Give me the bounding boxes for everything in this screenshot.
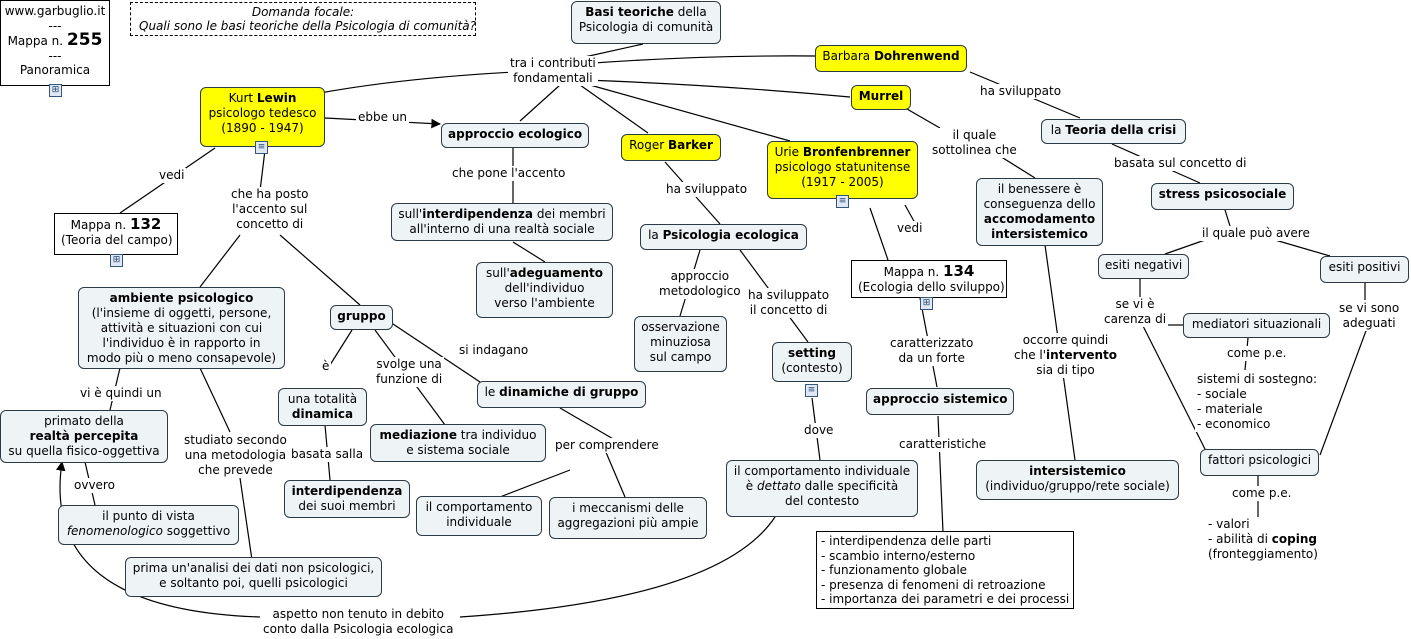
node-primato-realta: primato della realtà percepita su quella… xyxy=(0,410,168,463)
map-link-icon[interactable]: ⊞ xyxy=(920,297,933,310)
link-ovvero: ovvero xyxy=(72,478,117,493)
node-interdipendenza-membri: sull'interdipendenza dei membri all'inte… xyxy=(391,203,613,241)
link-basata-sulla: basata salla xyxy=(289,447,366,462)
map-number: Mappa n. 255 xyxy=(7,30,103,50)
node-teoria-crisi: la Teoria della crisi xyxy=(1041,119,1186,144)
node-approccio-sistemico: approccio sistemico xyxy=(866,388,1014,415)
node-caratteristiche-list: - interdipendenza delle parti - scambio … xyxy=(816,531,1074,609)
focus-question: Domanda focale: Quali sono le basi teori… xyxy=(130,2,476,36)
node-mappa-132: Mappa n. 132 (Teoria del campo) xyxy=(54,213,178,255)
link-come-pe-1: come p.e. xyxy=(1225,346,1289,361)
link-vi-e-quindi: vi è quindi un xyxy=(78,386,164,401)
node-esiti-positivi: esiti positivi xyxy=(1320,256,1409,283)
node-roger-barker: Roger Barker xyxy=(621,134,721,161)
link-occorre-intervento: occorre quindi che l'intervento sia di t… xyxy=(1012,333,1119,378)
node-mappa-134: Mappa n. 134 (Ecologia dello sviluppo) xyxy=(851,260,1007,298)
node-kurt-lewin: Kurt Lewin psicologo tedesco (1890 - 194… xyxy=(200,87,325,147)
note-icon[interactable]: ≡ xyxy=(805,384,818,397)
link-caratteristiche: caratteristiche xyxy=(897,437,989,452)
link-come-pe-2: come p.e. xyxy=(1230,486,1294,501)
site-url[interactable]: www.garbuglio.it xyxy=(4,4,106,18)
node-intersistemico: intersistemico (individuo/gruppo/rete so… xyxy=(976,460,1179,500)
node-stress-psicosociale: stress psicosociale xyxy=(1151,183,1294,210)
map-link-icon[interactable]: ⊞ xyxy=(49,84,62,97)
node-comportamento-contesto: il comportamento individuale è dettato d… xyxy=(726,460,918,517)
node-bronfenbrenner: Urie Bronfenbrenner psicologo statuniten… xyxy=(767,141,918,199)
link-ebbe-un: ebbe un xyxy=(356,110,410,125)
link-ha-sviluppato-barker: ha sviluppato xyxy=(664,182,750,197)
link-dove: dove xyxy=(802,423,836,438)
node-mediatori: mediatori situazionali xyxy=(1183,313,1330,338)
node-totalita-dinamica: una totalità dinamica xyxy=(278,388,367,426)
node-benessere: il benessere è conseguenza dello accomod… xyxy=(976,178,1103,246)
node-psicologia-ecologica: la Psicologia ecologica xyxy=(640,224,807,250)
node-gruppo: gruppo xyxy=(330,305,393,330)
node-murrel: Murrel xyxy=(851,85,911,110)
link-pone-accento: che pone l'accento xyxy=(450,166,568,181)
map-link-icon[interactable]: ⊞ xyxy=(110,254,123,267)
node-valori-coping: - valori - abilità di coping (fronteggia… xyxy=(1206,517,1320,562)
node-punto-di-vista: il punto di vista fenomenologico soggett… xyxy=(58,505,239,545)
note-icon[interactable]: ≡ xyxy=(255,141,268,154)
main-title: Basi teoriche della Psicologia di comuni… xyxy=(571,1,721,44)
node-sistemi-sostegno: sistemi di sostegno: - sociale - materia… xyxy=(1195,372,1320,432)
link-vedi-2: vedi xyxy=(895,221,925,236)
link-per-comprendere: per comprendere xyxy=(553,438,661,453)
site-sep-1: --- xyxy=(48,19,62,33)
node-dinamiche-gruppo: le dinamiche di gruppo xyxy=(477,381,646,408)
node-setting: setting (contesto) xyxy=(772,342,852,382)
site-box: www.garbuglio.it --- Mappa n. 255 --- Pa… xyxy=(0,0,110,86)
link-e: è xyxy=(320,359,332,374)
note-icon[interactable]: ≡ xyxy=(836,195,849,208)
node-prima-analisi: prima un'analisi dei dati non psicologic… xyxy=(125,557,382,597)
site-sep-2: --- xyxy=(48,49,62,63)
node-fattori-psicologici: fattori psicologici xyxy=(1200,449,1319,476)
map-label: Panoramica xyxy=(19,63,91,77)
link-il-quale-avere: il quale può avere xyxy=(1200,226,1312,241)
node-mediazione: mediazione tra individuo e sistema socia… xyxy=(370,424,546,462)
node-approccio-ecologico: approccio ecologico xyxy=(441,123,589,148)
link-basata-concetto: basata sul concetto di xyxy=(1112,156,1249,171)
node-interdipendenza-suoi: interdipendenza dei suoi membri xyxy=(284,480,410,518)
node-ambiente-psicologico: ambiente psicologico (l'insieme di ogget… xyxy=(78,287,285,369)
node-dohrenwend: Barbara Dohrenwend xyxy=(815,45,967,72)
node-adeguamento: sull'adeguamento dell'individuo verso l'… xyxy=(476,262,613,318)
link-vedi-1: vedi xyxy=(157,168,187,183)
link-si-indagano: si indagano xyxy=(457,343,531,358)
link-ha-sviluppato-dohrenwend: ha sviluppato xyxy=(978,84,1064,99)
node-esiti-negativi: esiti negativi xyxy=(1098,254,1189,279)
